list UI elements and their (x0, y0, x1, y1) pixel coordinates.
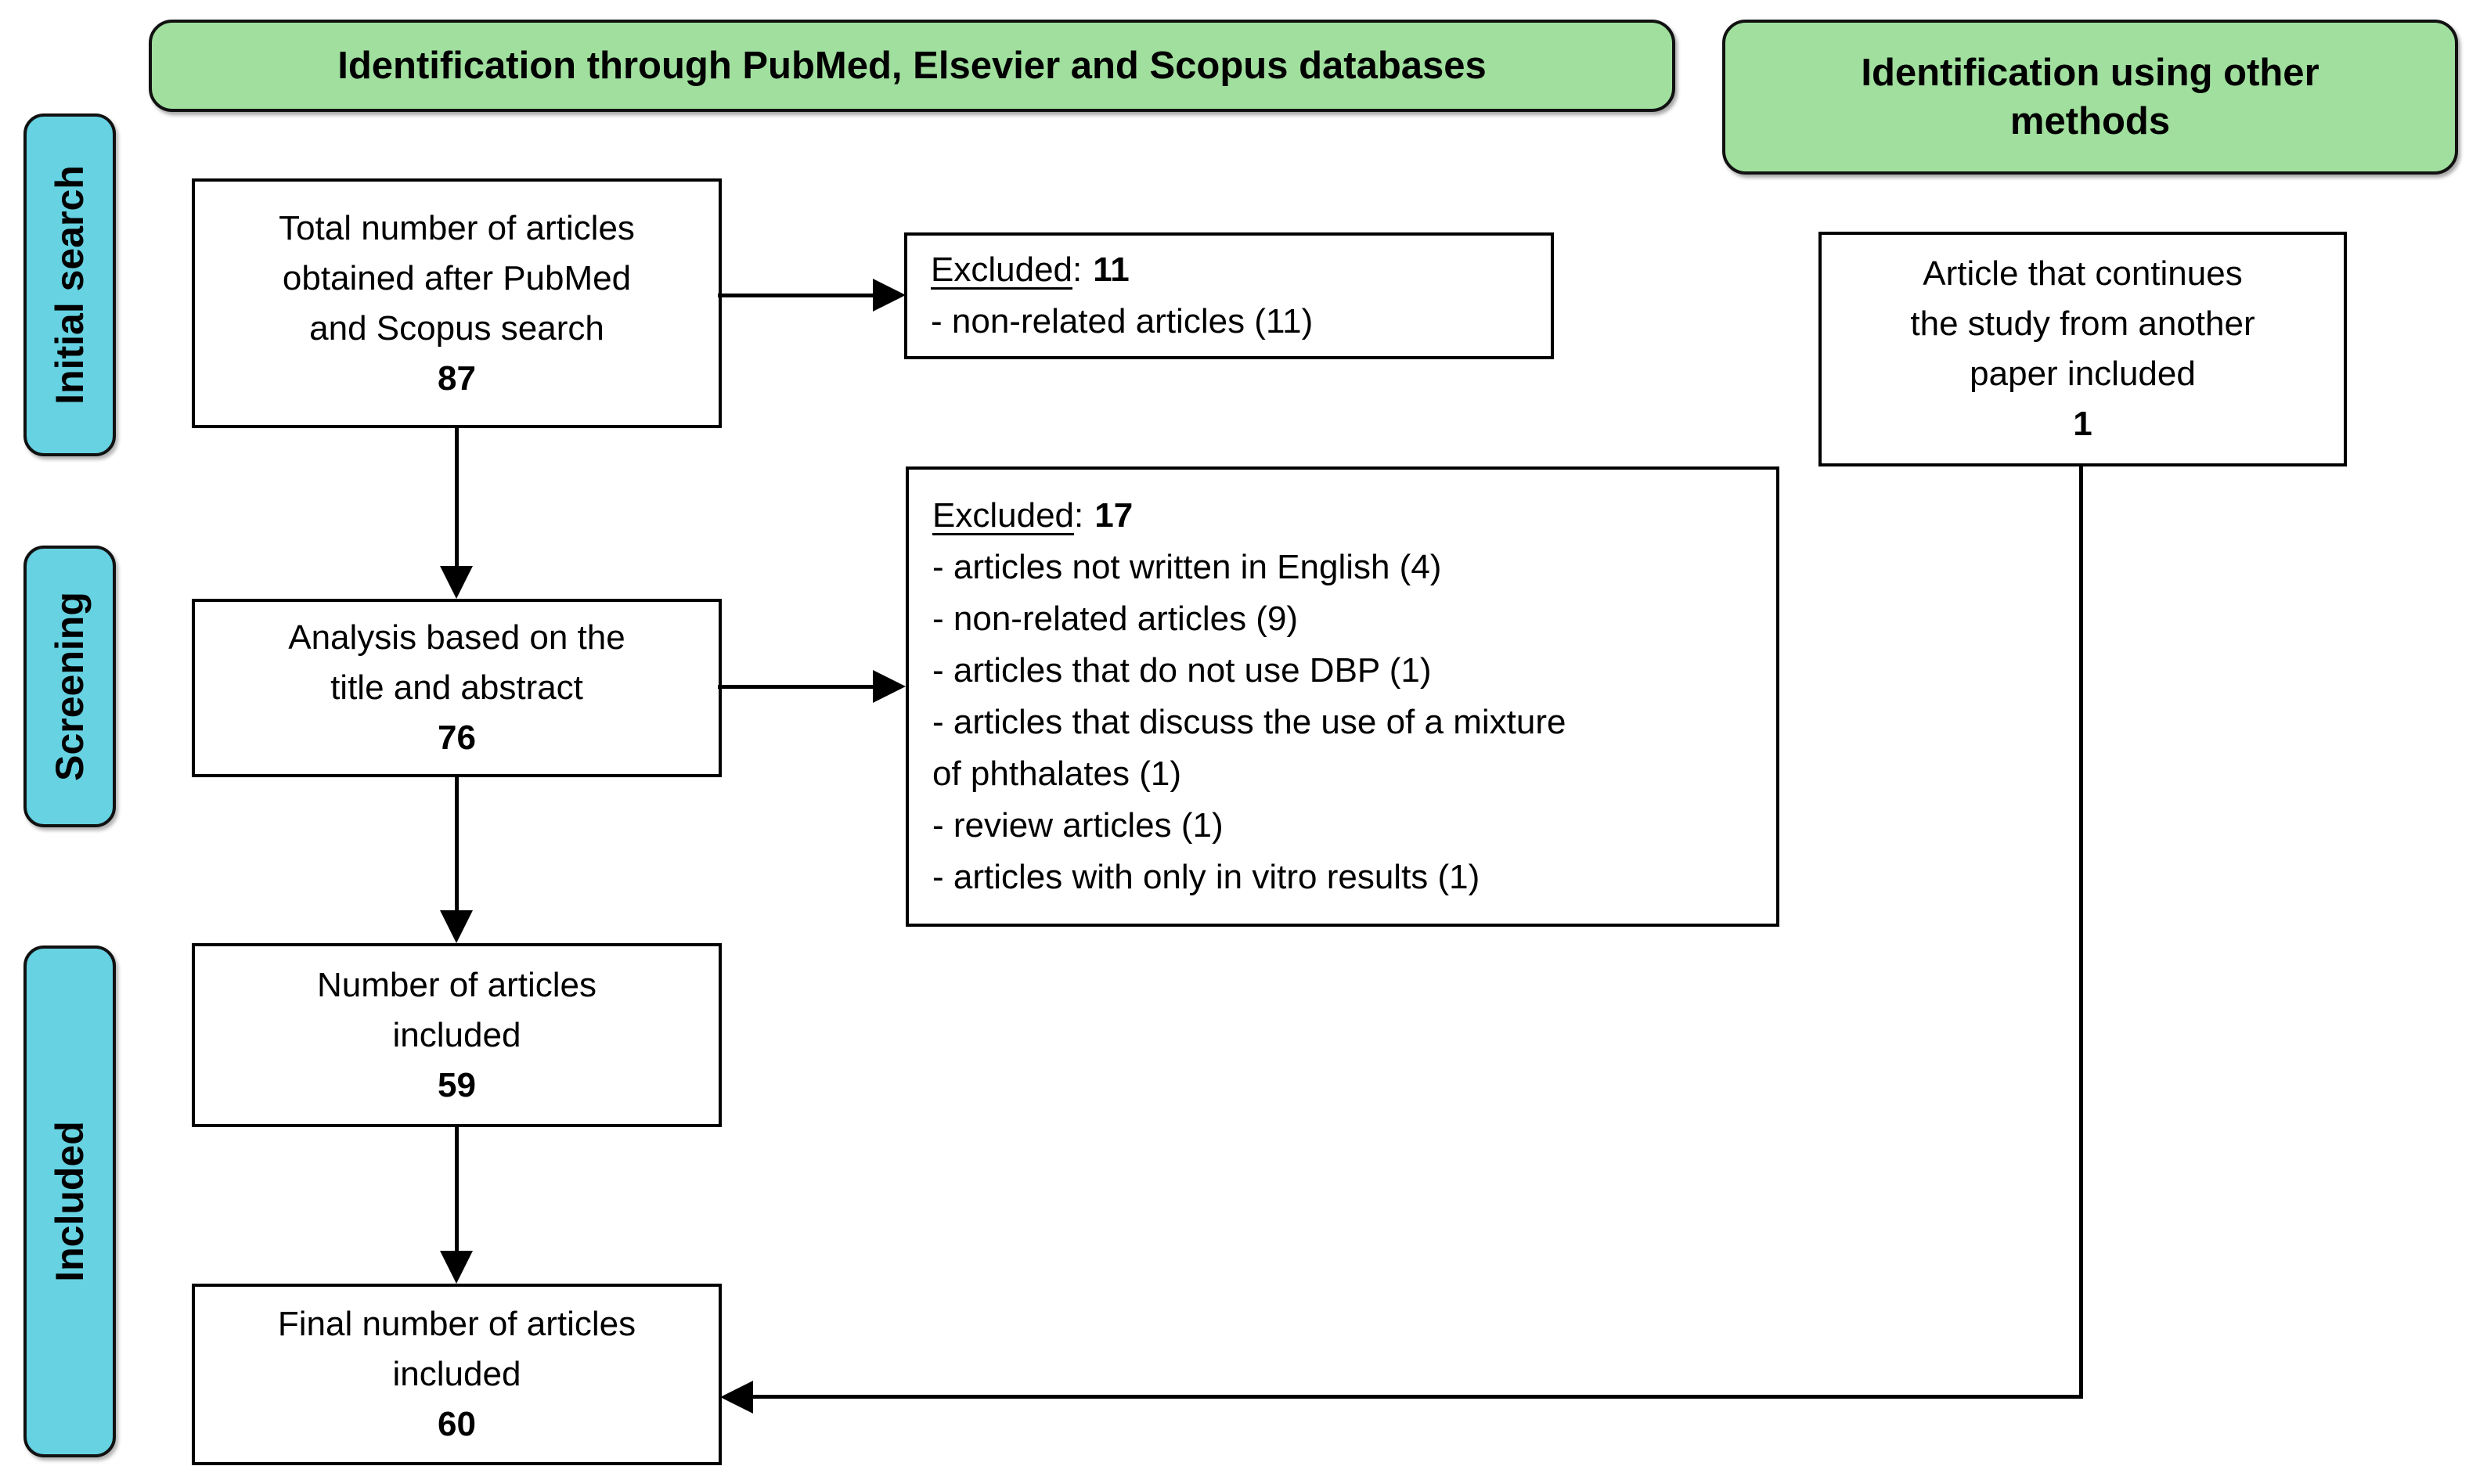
box-excluded-screening: Excluded:17 - articles not written in En… (906, 466, 1779, 927)
text-line: paper included (1970, 355, 2196, 393)
text-line: Article that continues (1923, 254, 2243, 293)
text-line: and Scopus search (309, 308, 604, 348)
arrow-included-to-final-line (455, 1127, 459, 1254)
excluded-screening-count: 17 (1094, 496, 1134, 535)
text-line: obtained after PubMed (282, 258, 632, 297)
arrow-total-to-analysis-head (440, 566, 473, 599)
text-line: - non-related articles (9) (932, 600, 1299, 638)
text-line: Total number of articles (279, 208, 635, 247)
box-excluded-initial: Excluded:11 - non-related articles (11) (904, 232, 1554, 359)
box-total-articles: Total number of articles obtained after P… (192, 178, 722, 428)
excluded-screening-sep: : (1074, 496, 1084, 535)
excluded-initial-title: Excluded (931, 250, 1073, 289)
box-excluded-screening-items: - articles not written in English (4) - n… (932, 542, 1753, 903)
text-line: - articles that do not use DBP (1) (932, 651, 1432, 690)
box-included-articles-text: Number of articles included (317, 960, 597, 1061)
arrow-included-to-final-head (440, 1251, 473, 1284)
header-other-methods-label: Identification using other methods (1861, 49, 2319, 146)
box-other-methods-article: Article that continues the study from ano… (1818, 232, 2347, 466)
stage-tab-included: Included (23, 946, 116, 1457)
box-other-methods-article-text: Article that continues the study from ano… (1910, 249, 2255, 399)
excluded-screening-title: Excluded (932, 496, 1075, 535)
box-excluded-screening-header: Excluded:17 (932, 490, 1753, 542)
box-final-articles-text: Final number of articles included (278, 1299, 636, 1399)
box-analysis-text: Analysis based on the title and abstract (288, 613, 625, 713)
box-included-articles: Number of articles included 59 (192, 943, 722, 1127)
text-line: - articles that discuss the use of a mix… (932, 703, 1566, 741)
connector-other-vertical-line (2079, 466, 2083, 1399)
text-line: title and abstract (330, 668, 583, 707)
arrow-analysis-to-included-head (440, 910, 473, 943)
arrow-total-to-excluded-line (718, 294, 874, 297)
stage-tab-included-label: Included (48, 1121, 92, 1282)
header-databases-label: Identification through PubMed, Elsevier … (337, 45, 1487, 87)
text-line: Number of articles (316, 965, 597, 1004)
box-excluded-initial-header: Excluded:11 (931, 244, 1527, 296)
stage-tab-screening: Screening (23, 546, 116, 827)
excluded-initial-sep: : (1072, 250, 1083, 289)
stage-tab-initial-search-label: Initial search (48, 165, 92, 405)
excluded-initial-count: 11 (1093, 250, 1130, 289)
arrow-analysis-to-excluded-head (873, 670, 906, 703)
arrow-total-to-analysis-line (455, 428, 459, 569)
text-line: - review articles (1) (932, 806, 1224, 845)
text-line: - articles with only in vitro results (1… (932, 858, 1480, 896)
arrow-total-to-excluded-head (873, 279, 906, 312)
text-line: methods (2009, 100, 2171, 142)
box-included-articles-count: 59 (438, 1065, 476, 1104)
text-line: - non-related articles (11) (931, 302, 1314, 340)
stage-tab-screening-label: Screening (48, 592, 92, 781)
text-line: included (392, 1015, 521, 1054)
box-total-articles-count: 87 (438, 358, 476, 398)
box-other-methods-article-count: 1 (2073, 405, 2092, 443)
box-final-articles: Final number of articles included 60 (192, 1284, 722, 1465)
header-databases-box: Identification through PubMed, Elsevier … (149, 20, 1675, 112)
connector-other-horizontal-line (752, 1395, 2083, 1399)
box-total-articles-text: Total number of articles obtained after P… (279, 204, 635, 354)
text-line: Identification using other (1861, 52, 2319, 94)
text-line: - articles not written in English (4) (932, 548, 1442, 586)
header-other-methods-box: Identification using other methods (1722, 20, 2458, 175)
arrow-other-to-final-head (720, 1381, 753, 1414)
text-line: of phthalates (1) (932, 755, 1181, 793)
box-final-articles-count: 60 (438, 1405, 476, 1443)
text-line: the study from another (1910, 304, 2255, 343)
text-line: included (392, 1355, 521, 1393)
text-line: Final number of articles (277, 1305, 636, 1343)
arrow-analysis-to-included-line (455, 777, 459, 913)
text-line: Analysis based on the (288, 618, 625, 657)
arrow-analysis-to-excluded-line (718, 685, 874, 689)
box-analysis-count: 76 (438, 719, 476, 757)
stage-tab-initial-search: Initial search (23, 113, 116, 456)
box-excluded-initial-items: - non-related articles (11) (931, 296, 1527, 348)
